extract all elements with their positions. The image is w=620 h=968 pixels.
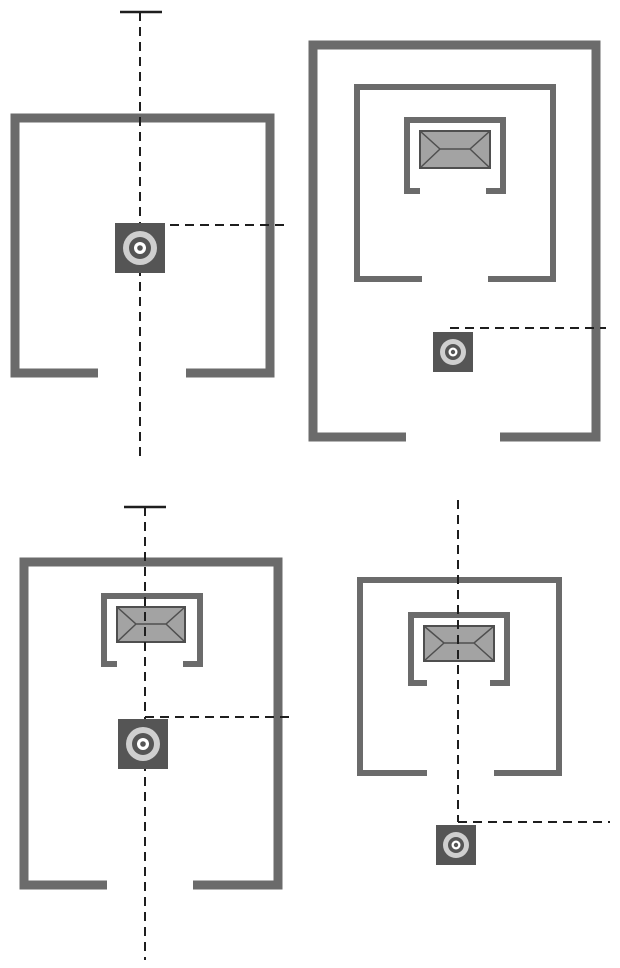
inner-room-wall: [354, 84, 556, 282]
panel-top-right: [308, 40, 606, 442]
monitor-object: [404, 117, 506, 194]
monitor-bracket: [408, 612, 510, 686]
panel-top-left: [10, 10, 290, 462]
room-wall-bottom-left: [19, 557, 283, 890]
room-wall-top-left: [10, 113, 275, 378]
outer-room-wall: [308, 40, 601, 442]
lens-icon: [436, 825, 476, 865]
monitor-bracket: [404, 117, 506, 194]
lens-icon: [433, 332, 473, 372]
lens-icon: [118, 719, 168, 769]
room-wall-bottom-right: [357, 577, 562, 776]
panel-bottom-left: [19, 505, 293, 960]
lens-icon: [115, 223, 165, 273]
panel-bottom-right: [357, 500, 610, 865]
monitor-bracket: [101, 593, 203, 667]
monitor-object: [101, 593, 203, 667]
